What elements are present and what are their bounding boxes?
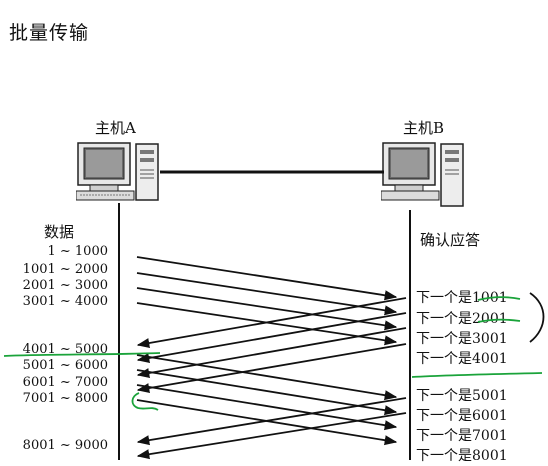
ack-arrow: [136, 297, 407, 349]
segment-label: 8001 ~ 9000: [22, 438, 108, 453]
segment-label: 1001 ~ 2000: [22, 262, 108, 277]
ack-arrow: [136, 397, 407, 446]
annotation-hook-mark: [131, 392, 159, 411]
ack-label: 下一个是2001: [416, 311, 508, 327]
ack-label: 下一个是7001: [416, 428, 508, 444]
segment-label: 1 ~ 1000: [47, 244, 108, 259]
ack-label: 下一个是1001: [416, 290, 508, 306]
ack-label: 下一个是6001: [416, 408, 508, 424]
data-arrow: [136, 384, 398, 431]
segment-label: 7001 ~ 8000: [22, 391, 108, 406]
host-b-computer-icon: [381, 142, 464, 207]
data-arrow: [136, 287, 398, 331]
ack-label: 下一个是5001: [416, 388, 508, 404]
ack-arrow: [136, 327, 407, 379]
ack-arrow: [136, 343, 407, 394]
host-b-label: 主机B: [403, 119, 445, 137]
ack-arrow: [136, 412, 407, 460]
ack-label: 下一个是8001: [416, 448, 508, 464]
ack-arrow: [136, 312, 407, 364]
data-arrow: [136, 369, 398, 416]
annotation-underline-left: [3, 352, 161, 357]
segment-label: 4001 ~ 5000: [22, 342, 108, 357]
segment-label: 6001 ~ 7000: [22, 375, 108, 390]
segment-label: 2001 ~ 3000: [22, 278, 108, 293]
data-arrow: [136, 354, 398, 401]
annotation-underline-3001: [477, 318, 521, 323]
ack-label: 下一个是4001: [416, 351, 508, 367]
ack-column-title: 确认应答: [420, 231, 481, 249]
ack-label: 下一个是3001: [416, 331, 508, 347]
data-column-title: 数据: [44, 223, 75, 241]
annotation-bracket: [529, 292, 545, 343]
annotation-underline-2001: [477, 296, 521, 301]
data-arrow: [136, 256, 398, 301]
data-arrow: [136, 272, 398, 316]
segment-label: 5001 ~ 6000: [22, 358, 108, 373]
segment-label: 3001 ~ 4000: [22, 294, 108, 309]
host-a-computer-icon: [76, 142, 159, 201]
annotation-underline-ack: [411, 372, 543, 378]
host-a-label: 主机A: [95, 119, 136, 137]
page-title: 批量传输: [9, 22, 90, 44]
